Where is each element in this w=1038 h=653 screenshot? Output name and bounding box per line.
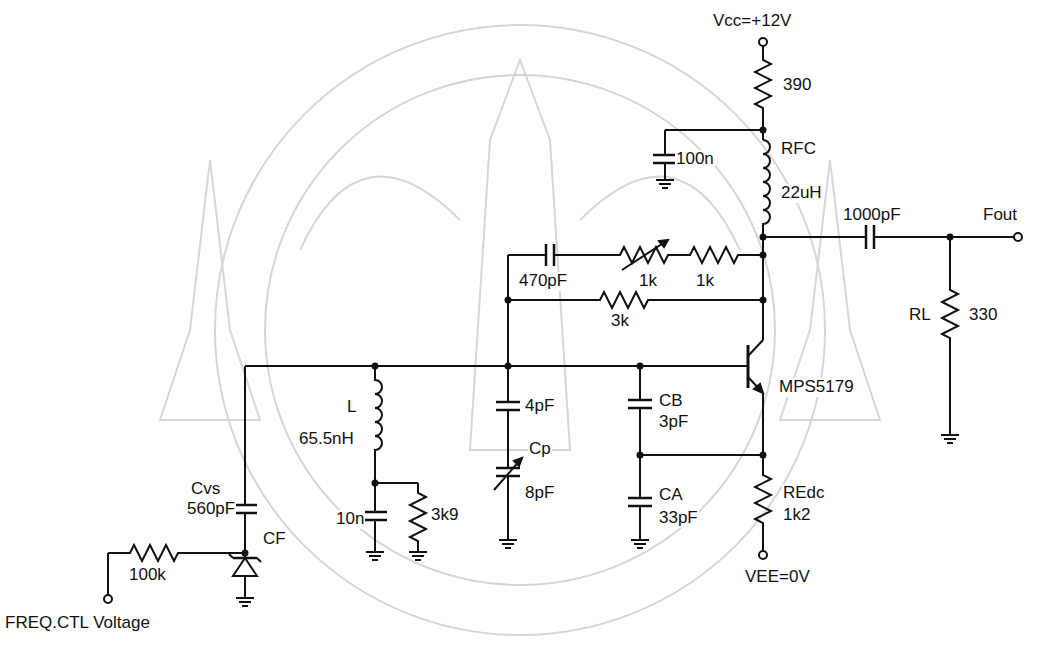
capacitor-value: 470pF [518,272,568,291]
supply-label: Vcc=+12V [712,12,792,31]
resistor-value: 390 [782,76,812,95]
capacitor-name: Cp [528,440,552,459]
resistor-value: 1k2 [782,506,811,525]
watermark-seal [160,25,880,635]
inductor-name: L [346,398,357,417]
varactor-name: CF [262,530,287,549]
inductor-value: 22uH [780,184,823,203]
capacitor-value: 1000pF [842,206,902,225]
capacitor-value: 33pF [658,509,699,528]
capacitor-value: 10n [335,510,365,529]
output-label: Fout [982,206,1018,225]
resistor-name: REdc [782,484,826,503]
capacitor-value: 560pF [186,500,236,519]
capacitor-name: Cvs [190,480,221,499]
resistor-value: 100k [128,566,167,585]
inductor-name: RFC [780,140,817,159]
resistor-name: RL [908,306,932,325]
capacitor-value: 3pF [658,413,689,432]
resistor-value: 330 [968,306,998,325]
resistor-value: 1k [695,272,715,291]
resistor-value: 3k9 [430,506,459,525]
capacitor-value: 100n [675,150,715,169]
input-label: FREQ.CTL Voltage [4,614,151,633]
circuit-wires [104,38,1022,606]
capacitor-name: CA [658,486,684,505]
capacitor-value: 4pF [524,397,555,416]
capacitor-name: CB [658,392,684,411]
transistor-part: MPS5179 [778,378,855,397]
supply-label: VEE=0V [744,568,811,587]
capacitor-value: 8pF [524,484,555,503]
resistor-value: 3k [610,312,630,331]
inductor-value: 65.5nH [298,430,355,449]
pot-value: 1k [638,272,658,291]
